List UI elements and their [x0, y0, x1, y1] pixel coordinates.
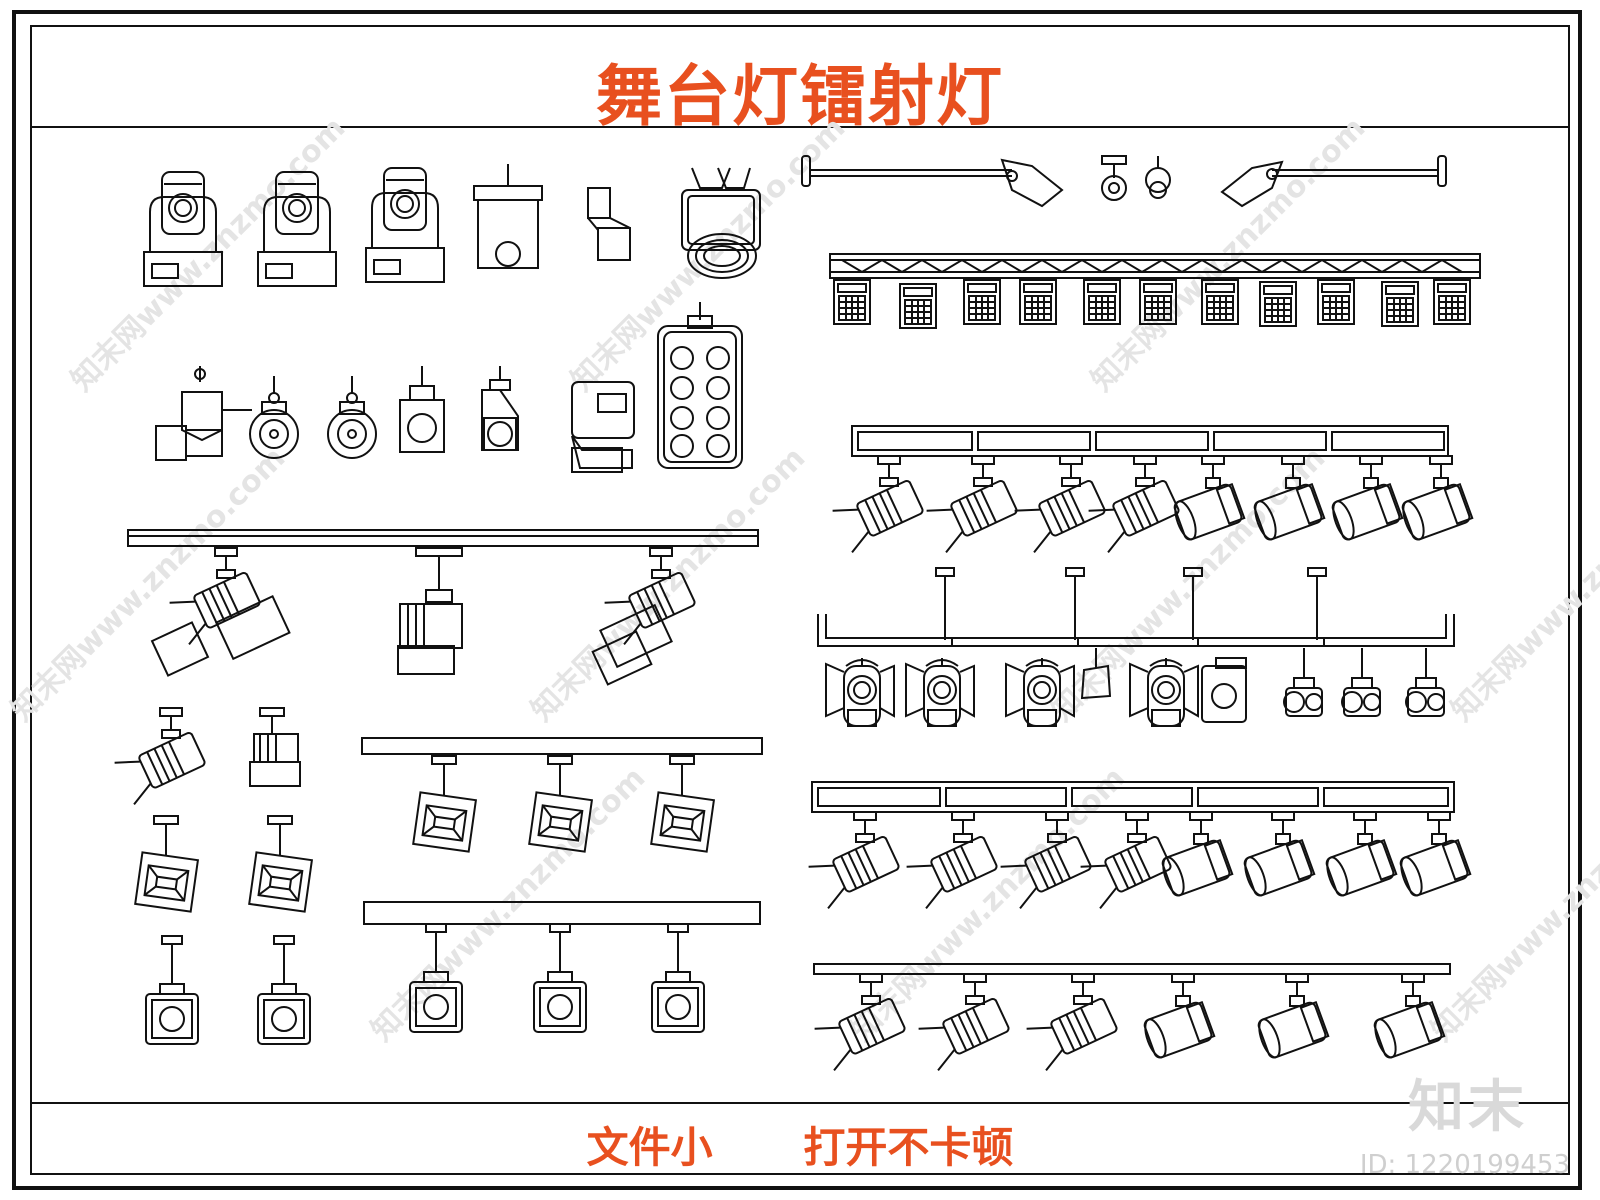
track-rail — [363, 901, 761, 925]
scanner-light — [1341, 647, 1381, 717]
moving-head-light — [365, 167, 445, 283]
outer-frame — [12, 10, 1582, 1190]
track-spot-light — [925, 455, 1022, 554]
profile-spot-light — [813, 973, 910, 1072]
track-extra-spot — [150, 595, 673, 686]
truss-par-light — [1019, 279, 1057, 325]
image-id: ID: 1220199453 — [1359, 1150, 1570, 1180]
scanner-light — [1283, 647, 1323, 717]
track-spot-light — [999, 811, 1096, 910]
track-cylinder-light — [1254, 973, 1330, 1061]
small-spot-light — [587, 187, 631, 261]
track-cylinder-light — [1328, 455, 1404, 543]
track-cylinder-light — [1170, 455, 1246, 543]
track-cylinder-light — [1140, 973, 1216, 1061]
box-fresnel-light — [1201, 657, 1247, 723]
footer-slogan: 文件小 打开不卡顿 — [30, 1114, 1570, 1175]
pendant-spot-light — [113, 707, 210, 806]
truss-par-light — [1433, 279, 1471, 325]
track-rail — [813, 963, 1451, 975]
small-spot-light — [481, 365, 519, 451]
track-cylinder-light — [1250, 455, 1326, 543]
box-spot-light — [473, 163, 543, 269]
truss-par-light — [1139, 279, 1177, 325]
scanner-light — [1405, 647, 1445, 717]
fixture-drawing-canvas — [113, 155, 1481, 1072]
page-title: 舞台灯镭射灯 — [596, 58, 1004, 135]
track-cube-light — [651, 923, 705, 1033]
track-cube-light — [409, 923, 463, 1033]
footer-band: 文件小 打开不卡顿 — [30, 1102, 1570, 1175]
fresnel-light — [1129, 657, 1199, 727]
track-cylinder-light — [1322, 811, 1398, 899]
track-flood-light — [412, 755, 477, 853]
barn-door — [1080, 648, 1112, 700]
track-rail — [127, 529, 759, 547]
moving-head-light — [257, 171, 337, 287]
pendant-cube-light — [145, 935, 199, 1045]
truss-par-light — [1083, 279, 1121, 325]
track-spot-light — [905, 811, 1002, 910]
profile-spot-light — [917, 973, 1014, 1072]
track-spot-light — [1079, 811, 1176, 910]
track-spot-light — [1013, 455, 1110, 554]
wall-arm-projector — [801, 155, 1064, 208]
track-flood-light — [397, 547, 463, 675]
pendant-spot-light — [249, 707, 301, 787]
track-flood-light — [168, 547, 265, 646]
pendant-cube-light — [257, 935, 311, 1045]
fresnel-light — [905, 657, 975, 727]
brand-logo: 知末 — [1408, 1075, 1528, 1140]
laser-head-light — [681, 167, 761, 279]
truss-par-light — [963, 279, 1001, 325]
track-spot-light — [831, 455, 928, 554]
wall-arm-projector — [1220, 155, 1447, 208]
track-cylinder-light — [1158, 811, 1234, 899]
profile-spot-light — [1025, 973, 1122, 1072]
ceiling-spot-light — [1101, 155, 1171, 201]
box-spot-light — [399, 366, 445, 453]
led-par-light — [327, 375, 377, 459]
track-flood-light — [528, 755, 593, 853]
track-flood-light — [603, 547, 700, 646]
track-cube-light — [533, 923, 587, 1033]
scanner-light — [571, 381, 635, 473]
title-band: 舞台灯镭射灯 — [30, 25, 1570, 135]
track-rail — [811, 781, 1455, 813]
truss-bar — [829, 253, 1481, 279]
ellipsoidal-spot-light — [155, 366, 252, 461]
truss-par-light — [899, 283, 937, 329]
truss-par-light — [1201, 279, 1239, 325]
footer-left-text: 文件小 — [586, 1123, 713, 1172]
truss-par-light — [1381, 281, 1419, 327]
track-rail — [851, 425, 1449, 457]
pendant-flood-light — [248, 815, 313, 913]
inner-frame — [30, 25, 1570, 1175]
track-cylinder-light — [1398, 455, 1474, 543]
led-panel-light — [657, 302, 743, 469]
track-cylinder-light — [1240, 811, 1316, 899]
track-rail — [361, 737, 763, 755]
track-flood-light — [650, 755, 715, 853]
footer-right-text: 打开不卡顿 — [803, 1123, 1014, 1172]
led-par-light — [249, 375, 299, 459]
truss-par-light — [1259, 281, 1297, 327]
track-cylinder-light — [1370, 973, 1446, 1061]
fresnel-light — [825, 657, 895, 727]
hanging-rail — [817, 567, 1455, 647]
pendant-flood-light — [134, 815, 199, 913]
track-spot-light — [807, 811, 904, 910]
truss-par-light — [833, 279, 871, 325]
moving-head-light — [143, 171, 223, 287]
fresnel-light — [1005, 657, 1075, 727]
track-cylinder-light — [1396, 811, 1472, 899]
truss-par-light — [1317, 279, 1355, 325]
